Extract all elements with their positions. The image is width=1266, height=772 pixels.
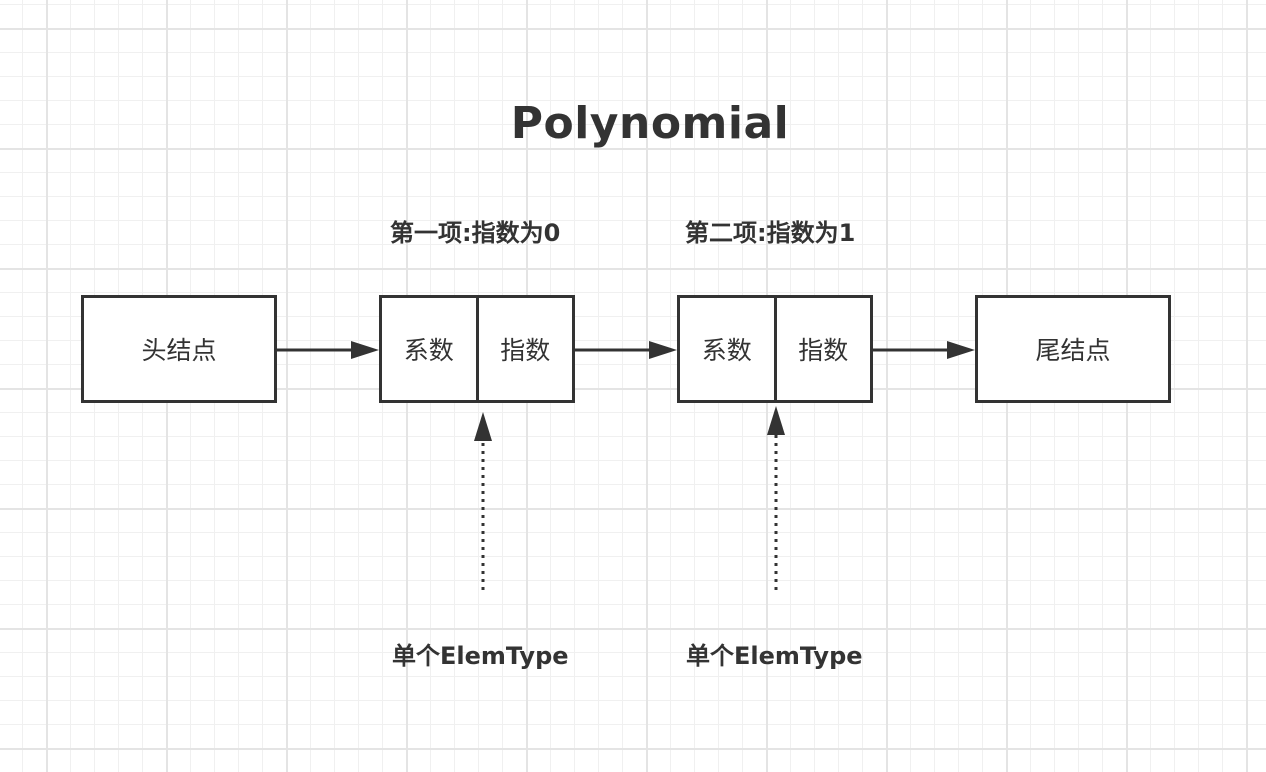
head-node-label: 头结点 xyxy=(141,336,217,365)
term1-label: 第一项:指数为0 xyxy=(390,219,561,247)
arrowhead-term1-to-term2 xyxy=(649,341,677,359)
arrowhead-elem2 xyxy=(767,406,785,435)
tail-node: 尾结点 xyxy=(975,295,1171,403)
elem-type-label-2: 单个ElemType xyxy=(686,642,863,670)
head-node: 头结点 xyxy=(81,295,277,403)
term2-exp-cell: 指数 xyxy=(773,298,871,400)
term2-node: 系数 指数 xyxy=(677,295,873,403)
term1-node: 系数 指数 xyxy=(379,295,575,403)
elem-type-label-1: 单个ElemType xyxy=(392,642,569,670)
term1-exp-cell: 指数 xyxy=(475,298,573,400)
tail-node-label: 尾结点 xyxy=(1035,336,1111,365)
arrowhead-term2-to-tail xyxy=(947,341,975,359)
arrowhead-head-to-term1 xyxy=(351,341,379,359)
term2-coef-cell: 系数 xyxy=(701,336,752,365)
arrowhead-elem1 xyxy=(474,412,492,441)
term2-label: 第二项:指数为1 xyxy=(685,219,856,247)
term1-coef-cell: 系数 xyxy=(403,336,454,365)
diagram-title: Polynomial xyxy=(510,98,790,149)
